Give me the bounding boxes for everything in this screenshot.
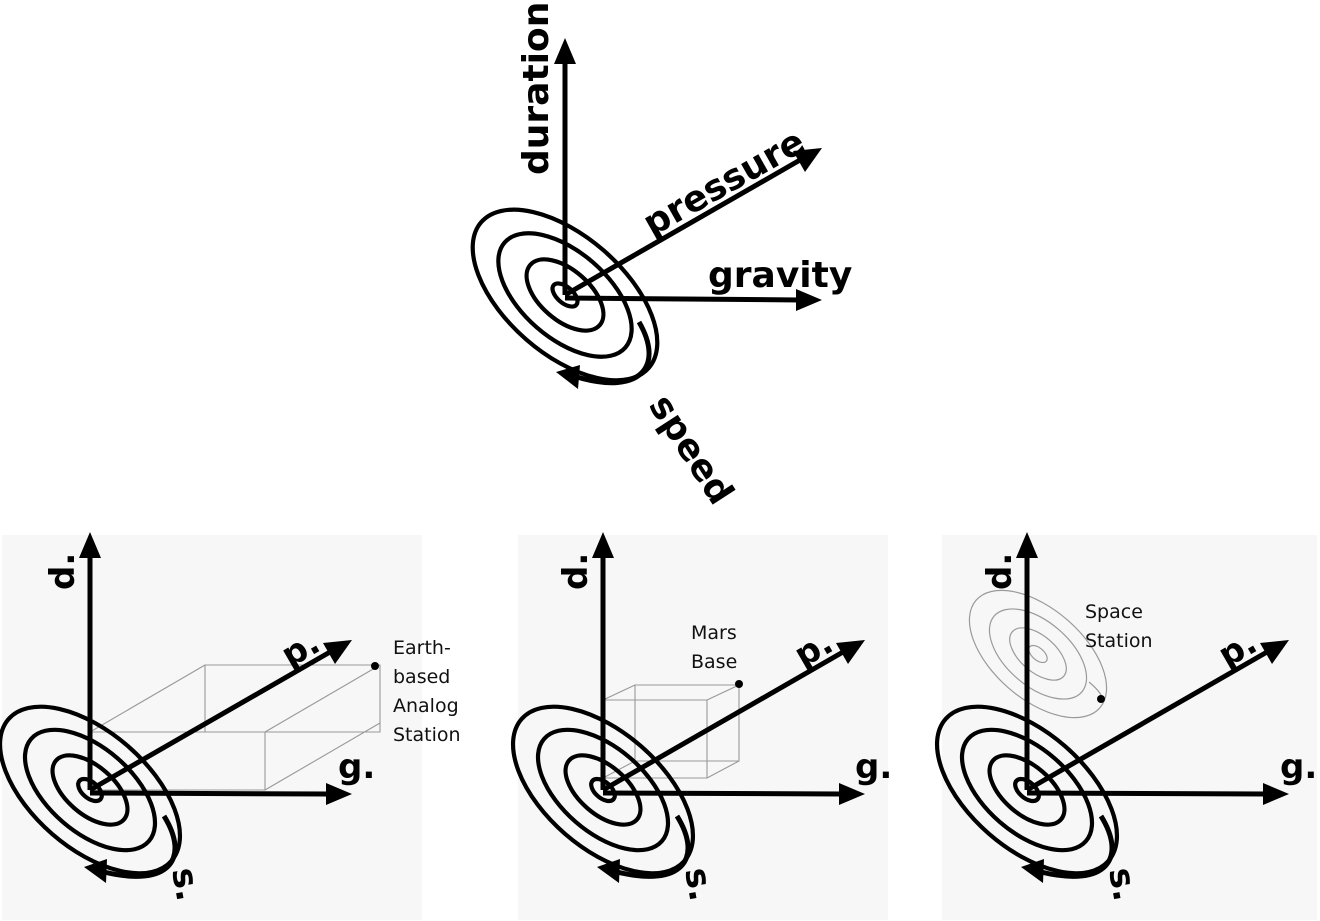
panel-earth-analog: d. p. g. s. Earth- based Analog Station [0, 532, 465, 920]
panel-speed-arrow [103, 814, 178, 879]
earth-analog-station-label: Earth- based Analog Station [393, 637, 465, 746]
panel-speed-rings [934, 704, 1120, 876]
main-axes-diagram: duration pressure gravity speed [470, 2, 852, 512]
panel-background [518, 535, 888, 920]
panel-s-label: s. [163, 865, 208, 905]
panel-d-label: d. [556, 553, 596, 590]
main-speed-arrow [576, 320, 652, 386]
panel-g-label: g. [338, 747, 375, 787]
main-speed-arrowhead [556, 365, 580, 389]
panel-s-label: s. [676, 865, 721, 905]
main-pressure-arrowhead [793, 148, 822, 172]
panel-d-arrowhead [1016, 532, 1038, 558]
panel-p-axis [88, 649, 332, 793]
panel-p-arrowhead [836, 640, 865, 664]
panel-g-label: g. [855, 747, 892, 787]
panel-speed-arrow [1040, 814, 1115, 879]
panel-g-arrowhead [1263, 783, 1289, 805]
space-station-label: Space Station [1085, 601, 1153, 652]
panel-p-axis [601, 649, 845, 793]
panel-speed-arrow [616, 814, 691, 879]
main-gravity-axis [564, 295, 801, 303]
panel-d-arrowhead [79, 532, 101, 558]
panel-mars-base: d. p. g. s. Mars Base [510, 532, 892, 920]
main-duration-label: duration [516, 2, 557, 175]
panel-g-label: g. [1280, 747, 1317, 787]
main-speed-label: speed [640, 388, 741, 512]
panel-p-axis [1025, 649, 1269, 793]
mars-base-point [735, 680, 743, 688]
main-duration-arrowhead [554, 38, 576, 64]
panel-speed-arrowhead [84, 859, 107, 883]
panel-background [942, 535, 1317, 920]
panel-g-axis [89, 790, 329, 797]
panel-g-arrowhead [839, 783, 865, 805]
panel-d-label: d. [43, 553, 83, 590]
main-gravity-label: gravity [708, 255, 852, 296]
space-station-speed-rings [968, 589, 1108, 719]
earth-analog-point [371, 662, 379, 670]
main-pressure-axis [563, 157, 802, 298]
panel-d-label: d. [980, 553, 1020, 590]
mars-base-label: Mars Base [691, 622, 743, 673]
panel-d-arrowhead [592, 532, 614, 558]
panel-speed-arrowhead [1021, 859, 1044, 883]
panel-g-arrowhead [326, 783, 352, 805]
panel-space-station: d. p. g. s. Space Station [934, 532, 1317, 920]
panel-speed-arrowhead [597, 859, 620, 883]
panel-background [2, 535, 422, 920]
panel-s-label: s. [1100, 865, 1145, 905]
panel-g-axis [1026, 790, 1266, 797]
panel-g-axis [602, 790, 842, 797]
space-station-point [1097, 695, 1105, 703]
panel-p-arrowhead [1260, 640, 1289, 664]
main-speed-rings [470, 207, 660, 383]
main-pressure-label: pressure [636, 121, 812, 245]
panel-p-arrowhead [323, 640, 352, 664]
main-gravity-arrowhead [796, 289, 822, 311]
